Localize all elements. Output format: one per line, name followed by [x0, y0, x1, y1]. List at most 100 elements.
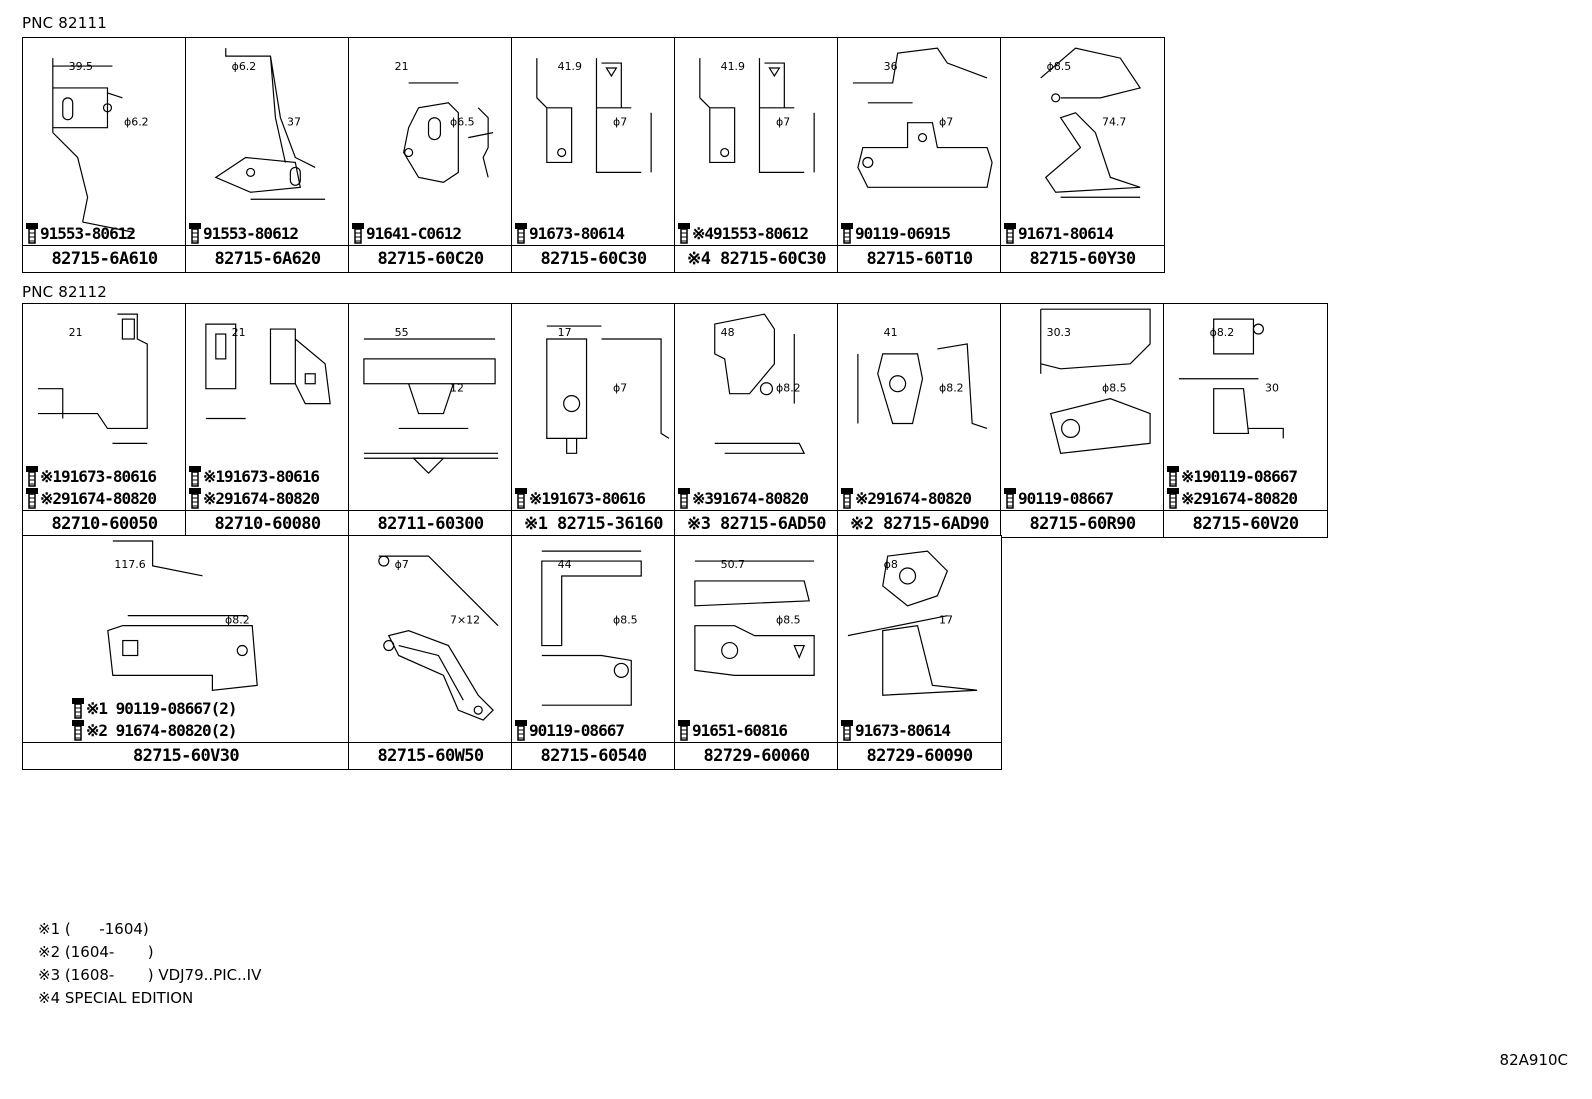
part-number: 82710-60050 [23, 510, 186, 537]
dimension-label: 21 [395, 60, 409, 73]
bolt-icon [515, 223, 527, 244]
part-drawing: 21 [37, 313, 148, 444]
bolt-icon [515, 720, 527, 741]
dimension-label: 17 [558, 326, 572, 339]
part-number: ※3 82715-6AD50 [675, 510, 838, 537]
bolt-callout: 90119-08667 [1003, 487, 1114, 509]
part-drawing: ϕ6.237 [214, 48, 326, 200]
bolt-part-number: ※291674-80820 [40, 488, 157, 508]
part-number: 82715-60V30 [23, 742, 349, 769]
dimension-label: 12 [450, 382, 464, 395]
dimension-label: ϕ7 [395, 558, 409, 571]
dimension-label: 117.6 [114, 558, 145, 571]
dimension-label: 48 [721, 326, 735, 339]
bolt-part-number: 91651-60816 [692, 720, 788, 740]
dimension-label: ϕ6.5 [450, 116, 475, 129]
bolt-part-number: ※191673-80616 [529, 488, 646, 508]
bolt-part-number: ※2 91674-80820(2) [86, 720, 238, 740]
bolt-part-number: 90119-06915 [855, 223, 951, 243]
footnote-2: ※2 (1604- ) [38, 943, 154, 961]
bolt-callout: 91673-80614 [840, 719, 951, 741]
dimension-label: ϕ8.5 [1047, 60, 1072, 73]
part-number: 82715-60C20 [349, 245, 512, 272]
bolt-part-number: 91673-80614 [529, 223, 625, 243]
footnote-3: ※3 (1608- ) VDJ79..PIC..IV [38, 966, 262, 984]
bolt-part-number: ※190119-08667 [1181, 466, 1298, 486]
bolt-callout: ※191673-80616 [25, 465, 157, 487]
bolt-icon [678, 488, 690, 509]
bolt-callout: 91651-60816 [677, 719, 788, 741]
part-drawing: ϕ77×12 [378, 555, 499, 721]
footnote-1: ※1 ( -1604) [38, 920, 149, 938]
dimension-label: ϕ6.2 [124, 116, 149, 129]
dimension-label: ϕ8.2 [939, 382, 964, 395]
part-cell[interactable]: 117.6 ϕ8.2 ※1 90119-08667(2)※2 91674-80820… [22, 535, 350, 770]
part-number: 82715-60T10 [838, 245, 1001, 272]
part-number: 82729-60060 [675, 742, 838, 769]
dimension-label: 30.3 [1047, 326, 1071, 339]
part-number: 82715-60Y30 [1001, 245, 1164, 272]
part-drawing: 21 [205, 323, 331, 420]
dimension-label: ϕ8.5 [1102, 382, 1127, 395]
part-number: 82710-60080 [186, 510, 349, 537]
bolt-callout: 91673-80614 [514, 222, 625, 244]
part-number: 82715-60V20 [1164, 510, 1327, 537]
illustration-code: 82A910C [1499, 1051, 1568, 1069]
bolt-part-number: ※191673-80616 [203, 466, 320, 486]
bolt-part-number: 91553-80612 [40, 223, 136, 243]
bolt-part-number: ※291674-80820 [855, 488, 972, 508]
dimension-label: ϕ7 [939, 116, 953, 129]
bolt-icon [1004, 488, 1016, 509]
pnc-label-82111: PNC 82111 [22, 14, 108, 32]
bolt-icon [841, 720, 853, 741]
part-drawing: 41.9ϕ7 [699, 58, 815, 173]
bolt-part-number: ※1 90119-08667(2) [86, 698, 238, 718]
part-drawing: 117.6 ϕ8.2 [107, 540, 258, 692]
part-drawing: 30.3 ϕ8.5 [1040, 308, 1151, 454]
bolt-icon [678, 720, 690, 741]
bolt-icon [72, 720, 84, 741]
dimension-label: 21 [232, 326, 246, 339]
dimension-label: 44 [558, 558, 572, 571]
dimension-label: 39.5 [69, 60, 93, 73]
part-number: 82711-60300 [349, 510, 512, 537]
part-number: 82715-6A620 [186, 245, 349, 272]
bolt-icon [189, 466, 201, 487]
dimension-label: ϕ7 [776, 116, 790, 129]
part-number: 82715-60C30 [512, 245, 675, 272]
bolt-part-number: ※391674-80820 [692, 488, 809, 508]
dimension-label: ϕ8.2 [225, 614, 250, 627]
dimension-label: 37 [287, 116, 301, 129]
dimension-label: 74.7 [1102, 116, 1126, 129]
bolt-part-number: 90119-08667 [529, 720, 625, 740]
part-number: 82715-60W50 [349, 742, 512, 769]
part-number: 82715-60R90 [1001, 510, 1164, 537]
part-number: ※1 82715-36160 [512, 510, 675, 537]
bolt-callout: 90119-06915 [840, 222, 951, 244]
part-drawing: ϕ8.5 74.7 [1040, 47, 1142, 198]
bolt-callout: ※291674-80820 [1166, 487, 1298, 509]
